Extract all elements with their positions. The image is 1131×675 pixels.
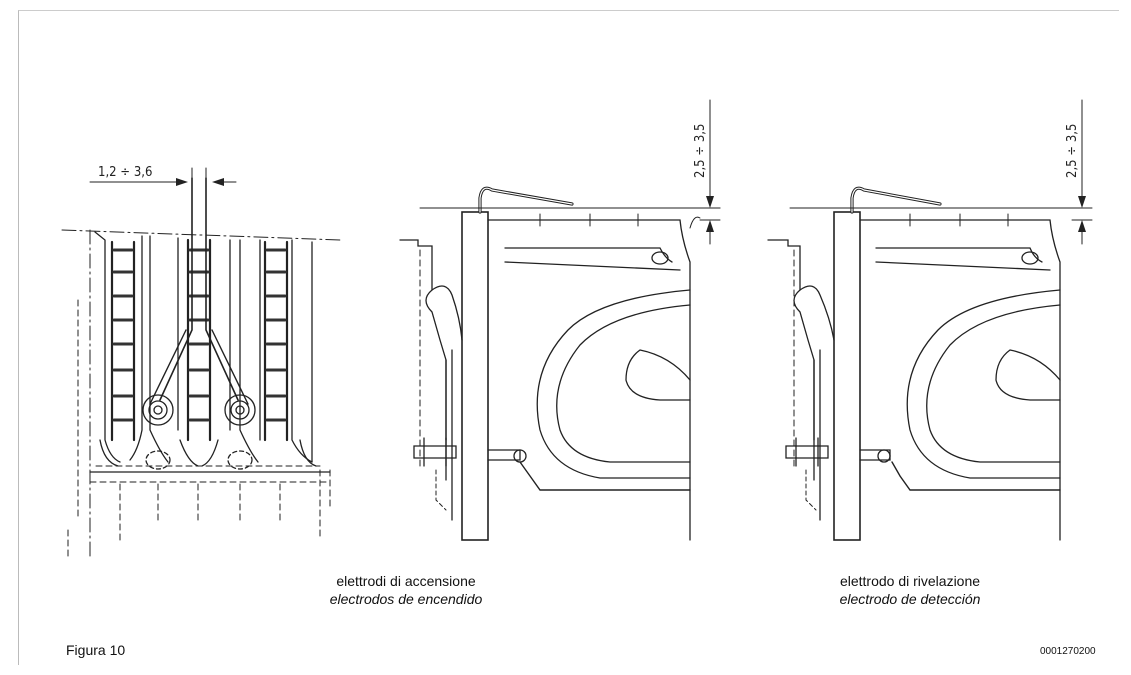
dimension-gap-label: 1,2 ÷ 3,6 (98, 165, 152, 180)
burner-front-view (61, 167, 341, 561)
detection-caption-italian: elettrodo di rivelazione (839, 573, 981, 589)
ignition-electrodes-caption: elettrodi di accensione electrodos de en… (296, 572, 516, 608)
ignition-caption-italian: elettrodi di accensione (336, 573, 476, 589)
dimension-height-right-label: 2,5 ÷ 3,5 (1065, 124, 1080, 178)
dimension-height-middle-label: 2,5 ÷ 3,5 (693, 124, 708, 178)
detection-electrode-caption: elettrodo di rivelazione electrodo de de… (810, 572, 1010, 608)
detection-caption-spanish: electrodo de detección (839, 591, 981, 607)
ignition-side-view (399, 99, 721, 541)
figure-frame (18, 10, 1119, 665)
figure-label: Figura 10 (66, 642, 126, 658)
detection-side-view (767, 99, 1093, 541)
ignition-caption-spanish: electrodos de encendido (329, 591, 483, 607)
figure-code: 0001270200 (1040, 646, 1096, 657)
